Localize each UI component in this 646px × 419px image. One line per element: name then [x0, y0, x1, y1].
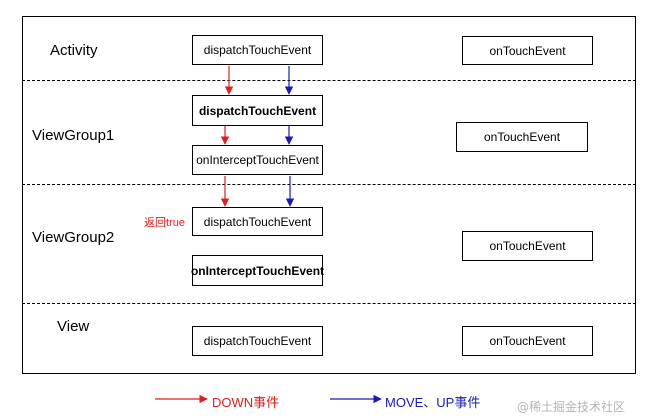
activity-ontouch-box: onTouchEvent	[462, 36, 593, 65]
viewgroup2-ontouch-box: onTouchEvent	[462, 231, 593, 261]
viewgroup1-ontouch-box: onTouchEvent	[456, 122, 588, 152]
view-ontouch-box: onTouchEvent	[462, 326, 593, 356]
row-label-view: View	[57, 318, 90, 335]
watermark: @稀土掘金技术社区	[517, 400, 626, 414]
legend-down-label: DOWN事件	[212, 395, 280, 410]
viewgroup1-dispatch-box: dispatchTouchEvent	[192, 95, 323, 126]
legend-move-up-label: MOVE、UP事件	[385, 395, 481, 410]
row-label-viewgroup1: ViewGroup1	[32, 127, 115, 144]
row-label-activity: Activity	[50, 42, 98, 59]
viewgroup2-intercept-box: onInterceptTouchEvent	[191, 255, 324, 286]
diagram-frame	[22, 16, 636, 374]
return-true-annotation: 返回true	[144, 217, 185, 229]
row-divider-2	[22, 184, 636, 185]
row-divider-3	[22, 303, 636, 304]
row-divider-1	[22, 80, 636, 81]
view-dispatch-box: dispatchTouchEvent	[192, 326, 323, 356]
row-label-viewgroup2: ViewGroup2	[32, 229, 115, 246]
activity-dispatch-box: dispatchTouchEvent	[192, 35, 323, 65]
viewgroup2-dispatch-box: dispatchTouchEvent	[192, 207, 323, 236]
viewgroup1-intercept-box: onInterceptTouchEvent	[192, 145, 323, 175]
